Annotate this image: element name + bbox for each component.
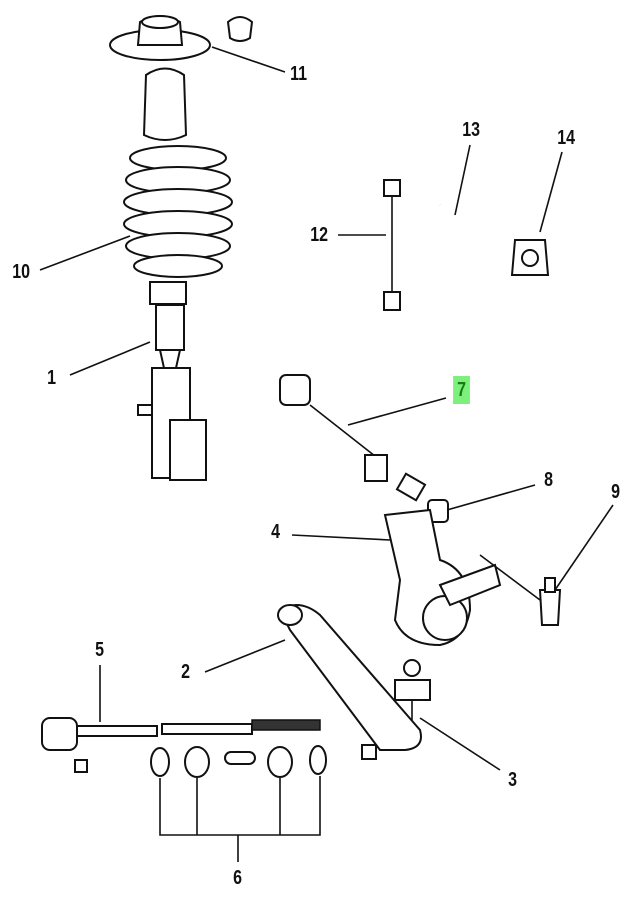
callout-1: 1 (47, 367, 57, 389)
stabilizer-link (383, 179, 401, 311)
bump-stop (142, 67, 188, 141)
callout-8: 8 (544, 469, 554, 491)
callout-2: 2 (181, 661, 191, 683)
leader-lines (39, 46, 614, 862)
ball-joint (394, 659, 431, 720)
bushing-set (150, 745, 327, 778)
callout-5: 5 (95, 639, 105, 661)
strut-rod (41, 717, 321, 773)
callout-13: 13 (462, 119, 481, 141)
stabilizer-bushing (510, 239, 550, 276)
callout-3: 3 (508, 769, 518, 791)
callout-12: 12 (310, 224, 329, 246)
tie-rod-end (479, 554, 562, 626)
callout-7-highlighted: 7 (453, 376, 471, 404)
strut-assembly (137, 304, 207, 481)
callout-14: 14 (557, 127, 576, 149)
callout-9: 9 (611, 481, 621, 503)
callout-11: 11 (290, 63, 308, 85)
callout-6: 6 (233, 867, 243, 889)
lower-control-arm (277, 604, 422, 760)
coil-spring (123, 145, 233, 305)
strut-mount (109, 15, 254, 61)
steering-knuckle (383, 508, 502, 647)
stabilizer-bar (439, 203, 513, 343)
callout-4: 4 (271, 521, 281, 543)
tie-rod (279, 374, 427, 502)
callout-10: 10 (12, 261, 31, 283)
